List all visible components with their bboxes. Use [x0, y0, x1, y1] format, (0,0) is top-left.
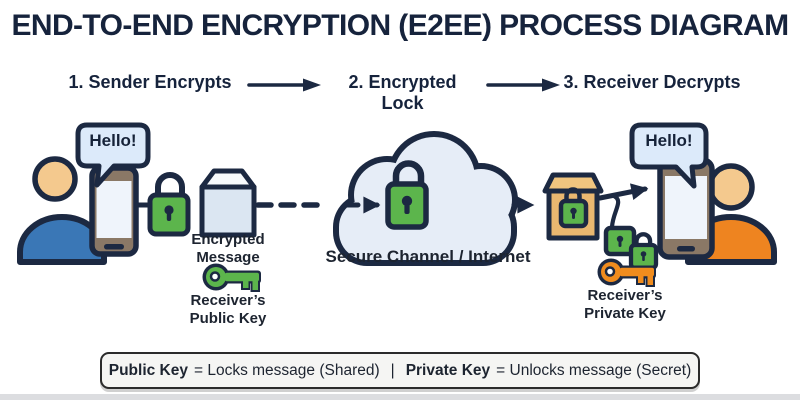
legend-separator: | — [390, 361, 395, 379]
legend-private-key-term: Private Key — [405, 361, 491, 379]
step-label-receiver-decrypts: 3. Receiver Decrypts — [563, 72, 741, 92]
public-key-icon — [201, 262, 263, 294]
legend-public-key-definition: = Locks message (Shared) — [193, 361, 380, 379]
package-padlock-icon — [558, 187, 589, 229]
sender-message-text: Hello! — [89, 131, 137, 150]
sender-speech-bubble — [75, 122, 151, 188]
unlock-shackle-curve — [609, 193, 621, 230]
envelope-icon — [199, 168, 257, 238]
encrypt-padlock-icon — [147, 172, 191, 237]
step-label-sender-encrypts: 1. Sender Encrypts — [68, 72, 232, 92]
small-padlock-icon — [628, 232, 659, 271]
private-key-label: Receiver’s Private Key — [584, 287, 666, 323]
unlocked-padlock-icon — [603, 225, 637, 257]
legend-public-key-term: Public Key — [108, 361, 188, 379]
step-arrow-icon — [486, 78, 560, 92]
receiver-speech-bubble — [629, 122, 709, 189]
legend-private-key-definition: = Unlocks message (Secret) — [496, 361, 692, 379]
receiver-message-text: Hello! — [645, 131, 693, 150]
sender-phone-icon — [89, 165, 139, 257]
step-label-encrypted-lock: 2. Encrypted Lock — [348, 72, 457, 113]
diagram-canvas — [17, 122, 777, 294]
public-key-label: Receiver’s Public Key — [189, 292, 267, 328]
secure-channel-label: Secure Channel / Internet — [325, 247, 531, 266]
page-title: END-TO-END ENCRYPTION (E2EE) PROCESS DIA… — [11, 9, 789, 42]
step-arrow-icon — [247, 78, 321, 92]
bottom-edge — [0, 394, 800, 400]
channel-padlock-icon — [385, 160, 429, 230]
package-icon — [542, 172, 604, 241]
key-legend-box: Public Key = Locks message (Shared) | Pr… — [100, 352, 700, 389]
encrypted-message-label: Encrypted Message — [191, 231, 265, 267]
flow-arrow-icon — [597, 183, 649, 201]
